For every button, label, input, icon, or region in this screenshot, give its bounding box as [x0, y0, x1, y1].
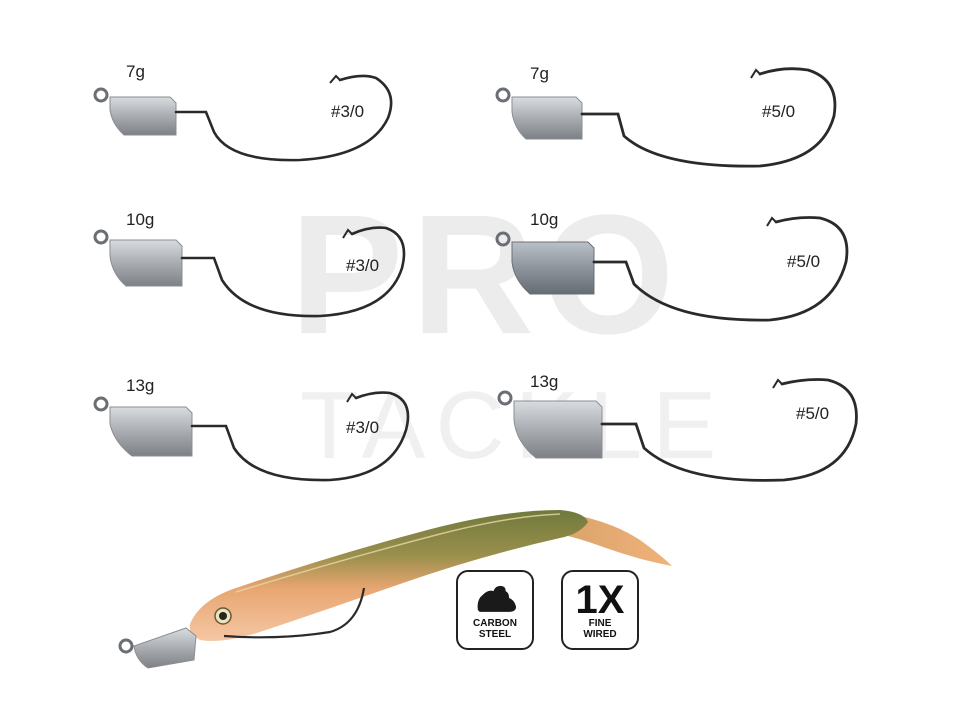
jig-head-10g-3-0	[93, 226, 406, 318]
jig-head-13g-3-0	[93, 391, 410, 482]
hook-size-label-row3-right: #5/0	[796, 404, 830, 423]
fine-wired-line1: FINE	[588, 618, 612, 629]
weight-label-10g-left: 10g	[126, 210, 155, 229]
hook-size-label-row2-right: #5/0	[787, 252, 821, 271]
hook-size-label-row3-left: #3/0	[346, 418, 380, 437]
fine-wired-big-text: 1X	[575, 578, 625, 622]
carbon-steel-line2: STEEL	[478, 629, 512, 640]
weight-label-7g-right: 7g	[530, 64, 549, 83]
carbon-steel-badge: CARBON STEEL	[456, 570, 534, 650]
weight-label-13g-left: 13g	[126, 376, 155, 395]
hook-size-label-row2-left: #3/0	[346, 256, 380, 275]
carbon-steel-line1: CARBON	[473, 618, 517, 629]
fine-wired-line2: WIRED	[583, 629, 617, 640]
jig-head-13g-5-0	[497, 378, 858, 482]
weight-label-13g-right: 13g	[530, 372, 559, 391]
fine-wired-badge: 1X FINE WIRED	[561, 570, 639, 650]
jig-head-10g-5-0	[495, 216, 849, 322]
rigged-soft-bait	[118, 510, 672, 669]
hook-size-label-row1-right: #5/0	[762, 102, 796, 121]
jig-head-7g-5-0	[495, 67, 837, 168]
hook-size-label-row1-left: #3/0	[331, 102, 365, 121]
weight-label-10g-right: 10g	[530, 210, 559, 229]
jig-head-7g-3-0	[93, 74, 393, 162]
flexed-arm-icon	[477, 585, 517, 612]
weight-label-7g-left: 7g	[126, 62, 145, 81]
watermark-pro: PRO	[290, 180, 683, 370]
